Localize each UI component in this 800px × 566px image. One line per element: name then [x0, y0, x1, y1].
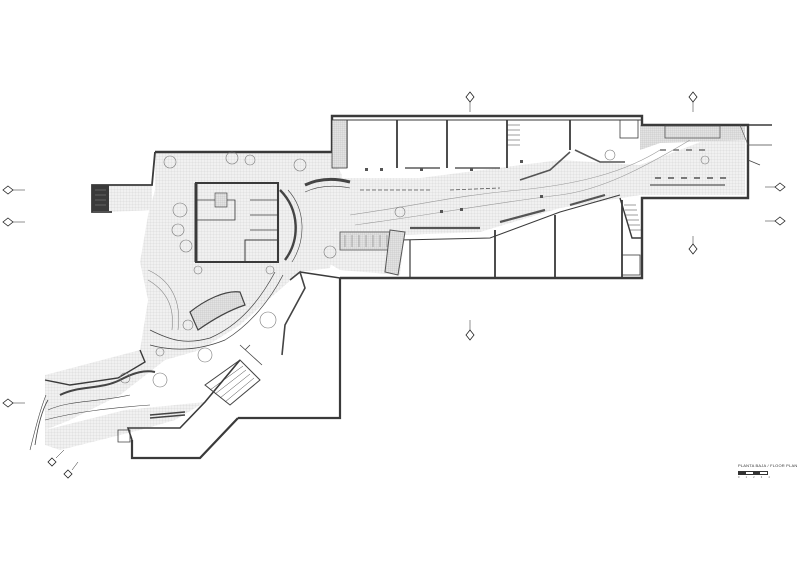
section-marker-bottom-1	[47, 449, 65, 467]
exit-lines	[747, 144, 772, 166]
section-marker-left-1	[2, 185, 25, 195]
scale-bar	[738, 471, 768, 475]
scale-tick: 2	[753, 476, 755, 479]
arc-detail	[147, 269, 180, 331]
corridor-furniture	[339, 139, 691, 276]
seating-right	[650, 124, 749, 186]
section-marker-top-1	[465, 91, 475, 112]
section-markers	[2, 91, 786, 479]
scale-ticks: 0 1 2 3 4	[738, 476, 770, 479]
section-marker-mid-2	[465, 320, 475, 341]
scale-tick: 3	[760, 476, 763, 479]
section-marker-mid-1	[688, 236, 698, 255]
trees	[119, 149, 710, 388]
section-marker-right-1	[765, 182, 786, 192]
plan-legend: PLANTA BAJA / FLOOR PLAN 0 1 2 3 4	[738, 463, 798, 479]
misc-fixtures	[365, 160, 543, 213]
shop-units-bottom	[399, 194, 642, 278]
section-marker-left-3	[2, 398, 25, 408]
section-marker-right-2	[765, 216, 786, 226]
section-marker-left-2	[2, 217, 25, 227]
section-marker-bottom-2	[63, 461, 79, 479]
shop-units-top	[331, 119, 642, 169]
scale-tick: 0	[738, 476, 740, 479]
scale-tick: 1	[745, 476, 748, 479]
curved-benches	[29, 177, 351, 451]
stair-block	[92, 185, 109, 211]
floor-hatch	[45, 125, 745, 450]
entrance-stairs	[117, 344, 263, 443]
section-marker-top-2	[688, 91, 698, 112]
legend-title: PLANTA BAJA / FLOOR PLAN	[738, 463, 798, 468]
central-pavilion	[194, 182, 279, 263]
scale-tick: 4	[768, 476, 770, 479]
